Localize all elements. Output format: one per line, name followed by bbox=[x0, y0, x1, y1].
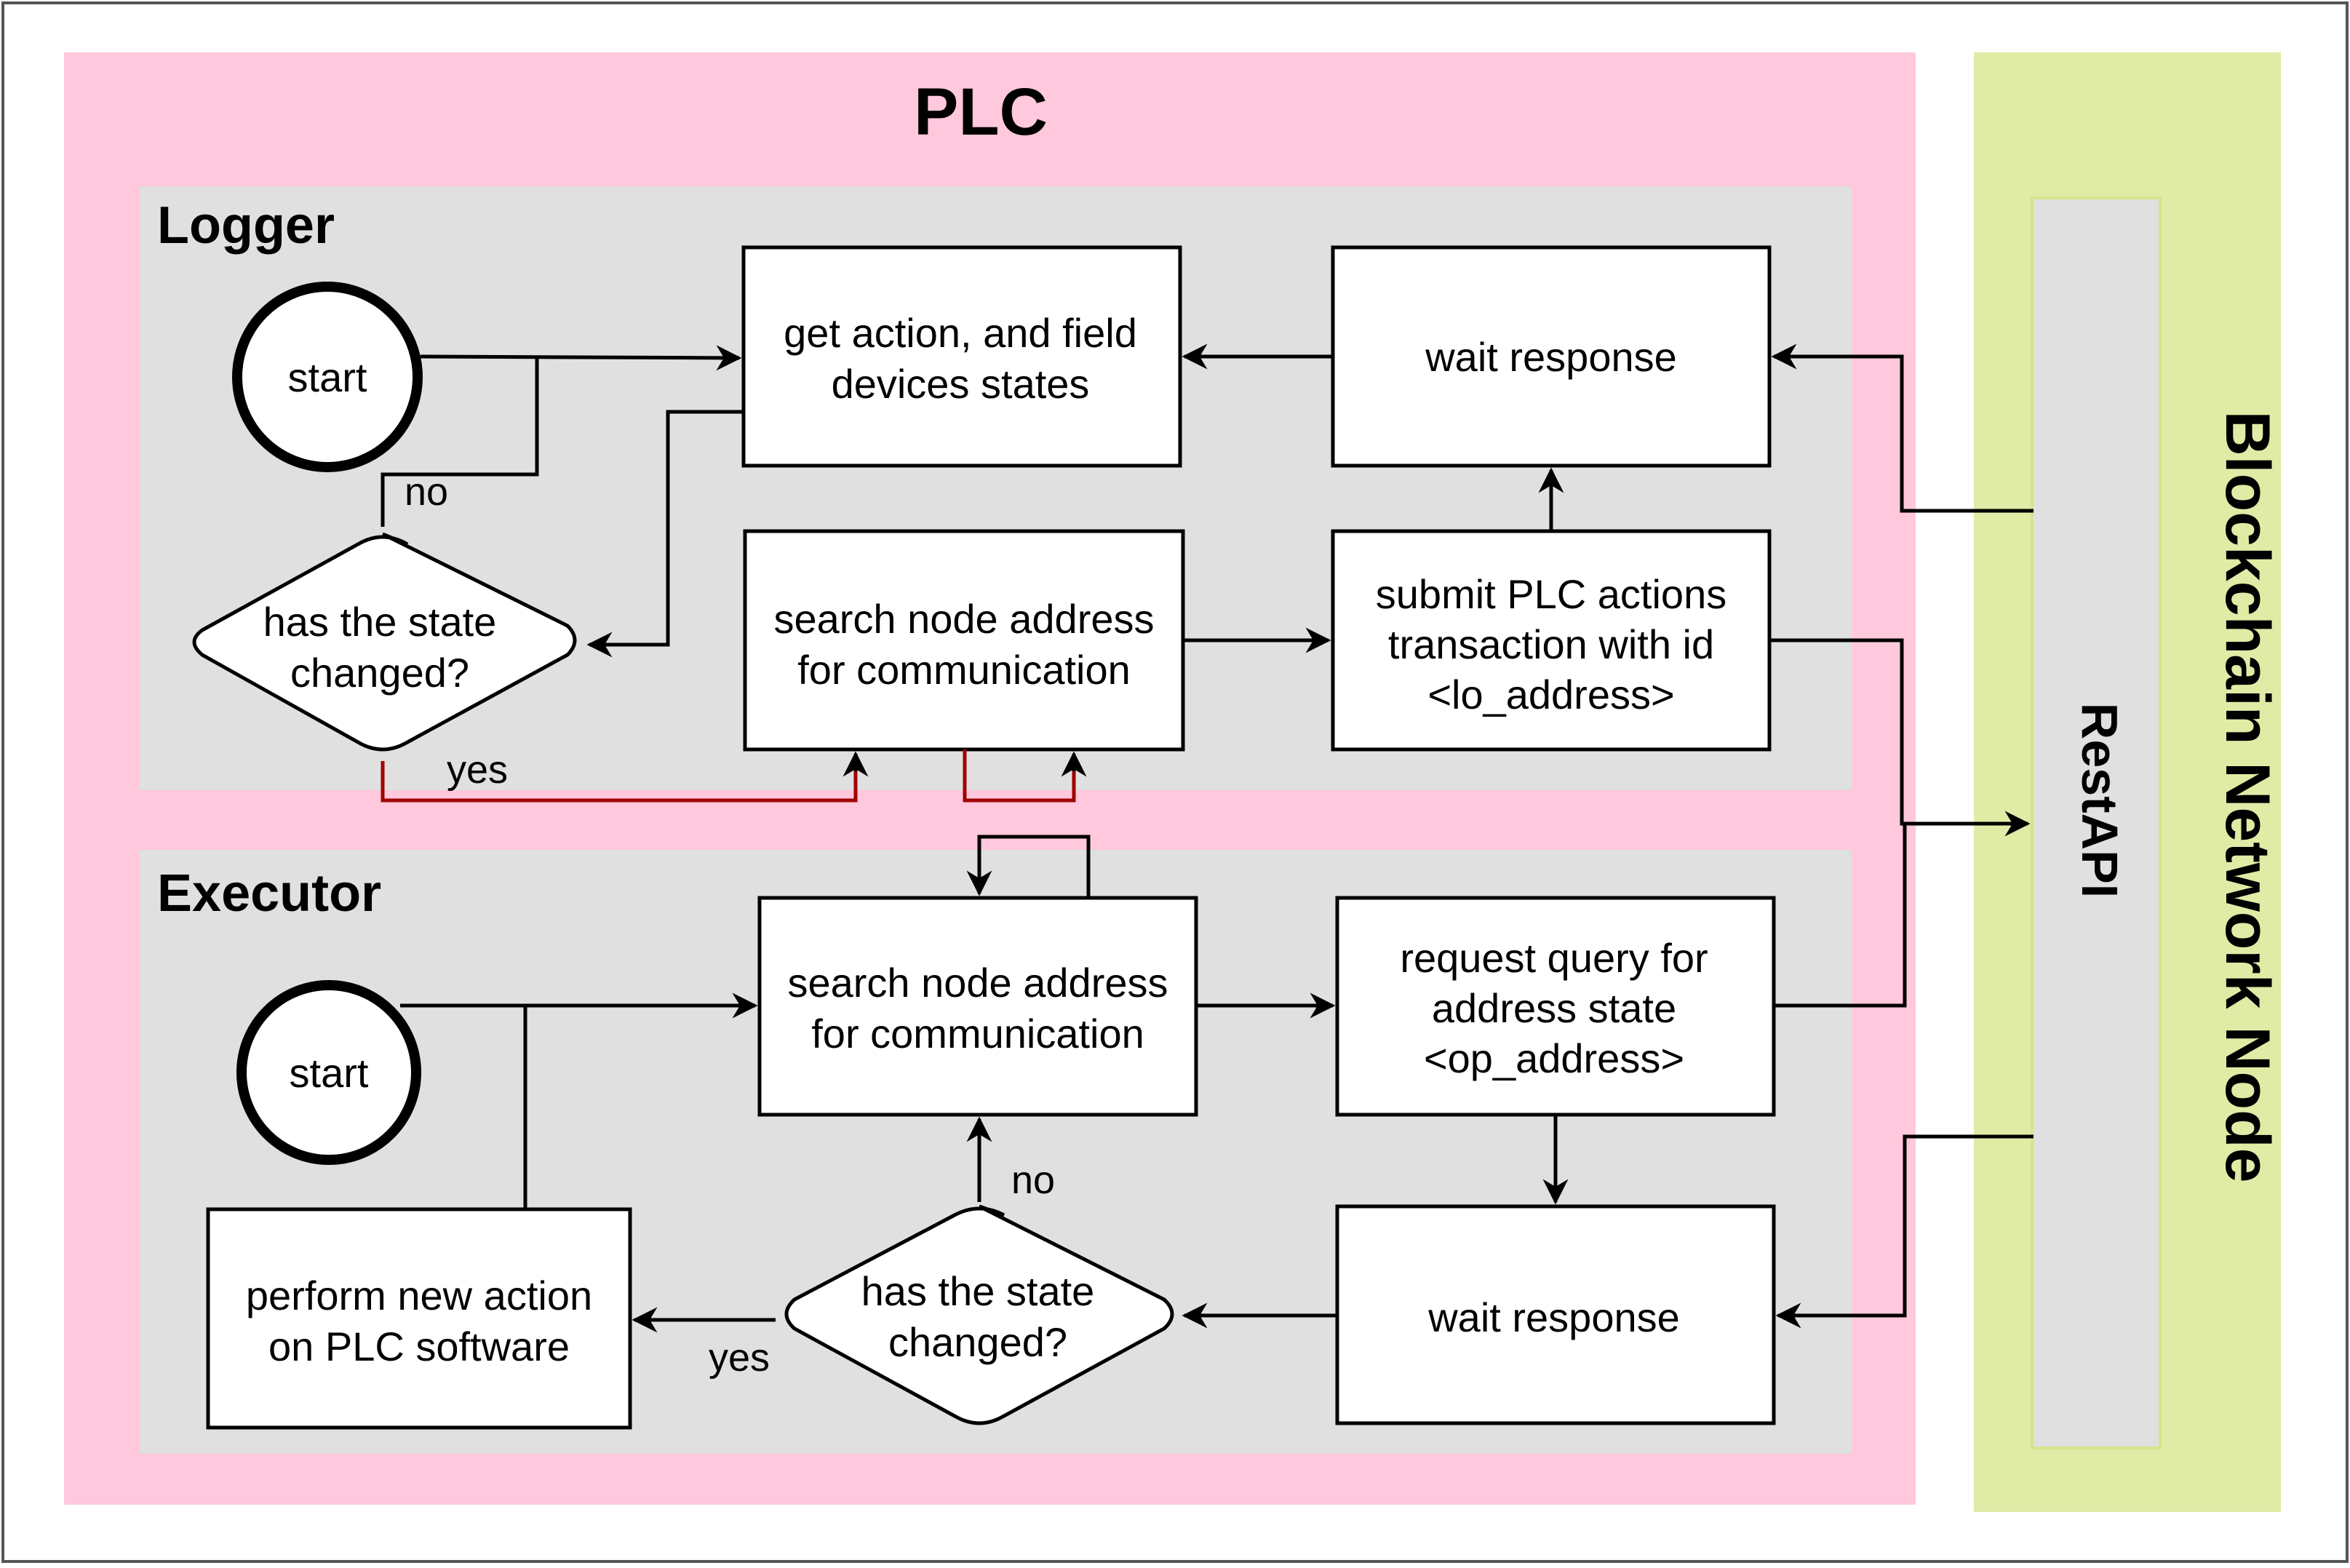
executor-decision-line1: has the state bbox=[861, 1268, 1095, 1314]
executor-request-query-line3: <op_address> bbox=[1424, 1035, 1684, 1081]
logger-search-node-line1: search node address bbox=[773, 596, 1154, 642]
plc-title: PLC bbox=[914, 75, 1048, 149]
logger-label-no: no bbox=[405, 470, 448, 514]
restapi-label: RestAPI bbox=[2071, 703, 2128, 898]
executor-start-node: start bbox=[236, 980, 421, 1165]
executor-start-label: start bbox=[290, 1050, 369, 1096]
logger-label-yes: yes bbox=[447, 748, 508, 792]
logger-title: Logger bbox=[157, 196, 335, 255]
executor-request-query-line2: address state bbox=[1432, 985, 1676, 1031]
executor-wait-response-label: wait response bbox=[1427, 1294, 1680, 1340]
logger-submit-tx-line1: submit PLC actions bbox=[1376, 571, 1726, 617]
executor-perform-action-line2: on PLC software bbox=[268, 1324, 570, 1369]
executor-wait-response-box: wait response bbox=[1335, 1204, 1776, 1425]
executor-edges bbox=[400, 824, 2034, 1333]
logger-decision-line2: changed? bbox=[290, 650, 469, 696]
edge-search-loop bbox=[963, 749, 1076, 803]
logger-submit-tx-line3: <lo_address> bbox=[1427, 672, 1674, 717]
logger-submit-tx-line2: transaction with id bbox=[1388, 621, 1714, 667]
executor-search-node-line1: search node address bbox=[787, 960, 1168, 1006]
executor-request-query-line1: request query for bbox=[1400, 935, 1708, 981]
executor-decision-line2: changed? bbox=[888, 1319, 1067, 1365]
executor-search-node-box: search node address for communication bbox=[757, 896, 1198, 1117]
executor-label-no: no bbox=[1011, 1158, 1055, 1202]
executor-perform-action-line1: perform new action bbox=[246, 1273, 592, 1318]
restapi-box bbox=[2031, 196, 2162, 1449]
executor-search-node-line2: for communication bbox=[811, 1011, 1144, 1056]
logger-edges bbox=[381, 343, 2034, 837]
edge-restapi-to-logger-wait bbox=[1771, 343, 2034, 513]
edge-decision-no-loop bbox=[381, 358, 539, 527]
logger-decision-line1: has the state bbox=[263, 599, 497, 645]
edge-exec-search-loop bbox=[966, 835, 1091, 898]
logger-wait-response-box: wait response bbox=[1331, 245, 1772, 468]
blockchain-title: Blockchain Network Node bbox=[2212, 411, 2282, 1183]
logger-start-node: start bbox=[232, 282, 423, 472]
executor-perform-action-box: perform new action on PLC software bbox=[206, 1207, 632, 1430]
logger-get-action-box: get action, and field devices states bbox=[741, 245, 1182, 468]
edge-get-action-to-decision bbox=[586, 410, 744, 658]
edge-request-to-restapi bbox=[1774, 824, 1907, 1008]
executor-request-query-box: request query for address state <op_addr… bbox=[1335, 896, 1776, 1117]
logger-decision-diamond: has the state changed? bbox=[192, 532, 577, 752]
logger-search-node-box: search node address for communication bbox=[743, 529, 1185, 752]
logger-wait-response-label: wait response bbox=[1425, 334, 1677, 380]
logger-start-label: start bbox=[288, 354, 367, 400]
executor-title: Executor bbox=[157, 864, 381, 923]
edge-restapi-to-exec-wait bbox=[1775, 1134, 2034, 1329]
executor-label-yes: yes bbox=[709, 1336, 770, 1380]
executor-decision-diamond: has the state changed? bbox=[784, 1204, 1174, 1425]
edge-start-to-get-action bbox=[420, 345, 742, 371]
logger-search-node-line2: for communication bbox=[797, 647, 1131, 693]
logger-get-action-line1: get action, and field bbox=[784, 310, 1137, 356]
edge-submit-to-restapi bbox=[1769, 638, 2031, 837]
edge-decision-yes-to-search bbox=[381, 757, 858, 803]
logger-submit-tx-box: submit PLC actions transaction with id <… bbox=[1331, 529, 1772, 752]
logger-get-action-line2: devices states bbox=[832, 361, 1090, 407]
logger-red-edges bbox=[381, 749, 1076, 803]
